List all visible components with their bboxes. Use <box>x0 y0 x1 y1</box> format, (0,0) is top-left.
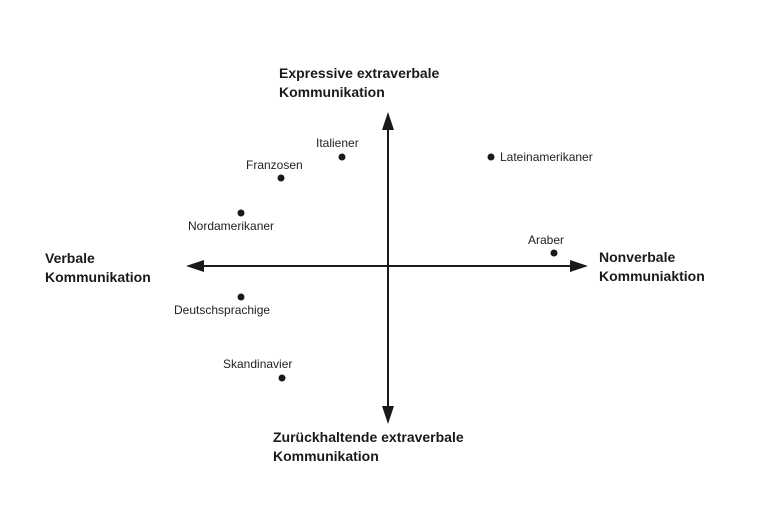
left-arrow-icon <box>186 260 204 272</box>
right-arrow-icon <box>570 260 588 272</box>
bottom-pole-line1: Zurückhaltende extraverbale <box>273 429 464 445</box>
point-label-italiener: Italiener <box>316 136 359 150</box>
point-italiener-dot <box>338 153 346 161</box>
point-deutschsprachige-dot <box>237 293 245 301</box>
top-pole-line1: Expressive extraverbale <box>279 65 440 81</box>
point-label-skandinavier: Skandinavier <box>223 357 293 371</box>
point-label-franzosen: Franzosen <box>246 158 303 172</box>
up-arrow-icon <box>382 112 394 130</box>
point-label-deutschsprachige: Deutschsprachige <box>174 303 271 317</box>
left-pole-label: Verbale Kommunikation <box>45 249 151 287</box>
left-pole-line2: Kommunikation <box>45 269 151 285</box>
right-pole-line2: Kommuniaktion <box>599 268 705 284</box>
point-araber-dot <box>550 249 558 257</box>
top-pole-line2: Kommunikation <box>279 84 385 100</box>
point-lateinamerikaner-dot <box>487 153 495 161</box>
point-label-nordamerikaner: Nordamerikaner <box>188 219 275 233</box>
left-pole-line1: Verbale <box>45 250 95 266</box>
point-franzosen-dot <box>277 174 285 182</box>
point-nordamerikaner-dot <box>237 209 245 217</box>
point-skandinavier-dot <box>278 374 286 382</box>
down-arrow-icon <box>382 406 394 424</box>
right-pole-line1: Nonverbale <box>599 249 676 265</box>
top-pole-label: Expressive extraverbale Kommunikation <box>279 64 439 102</box>
point-label-araber: Araber <box>528 233 565 247</box>
bottom-pole-label: Zurückhaltende extraverbale Kommunikatio… <box>273 428 464 466</box>
point-label-lateinamerikaner: Lateinamerikaner <box>500 150 593 164</box>
right-pole-label: Nonverbale Kommuniaktion <box>599 248 705 286</box>
bottom-pole-line2: Kommunikation <box>273 448 379 464</box>
